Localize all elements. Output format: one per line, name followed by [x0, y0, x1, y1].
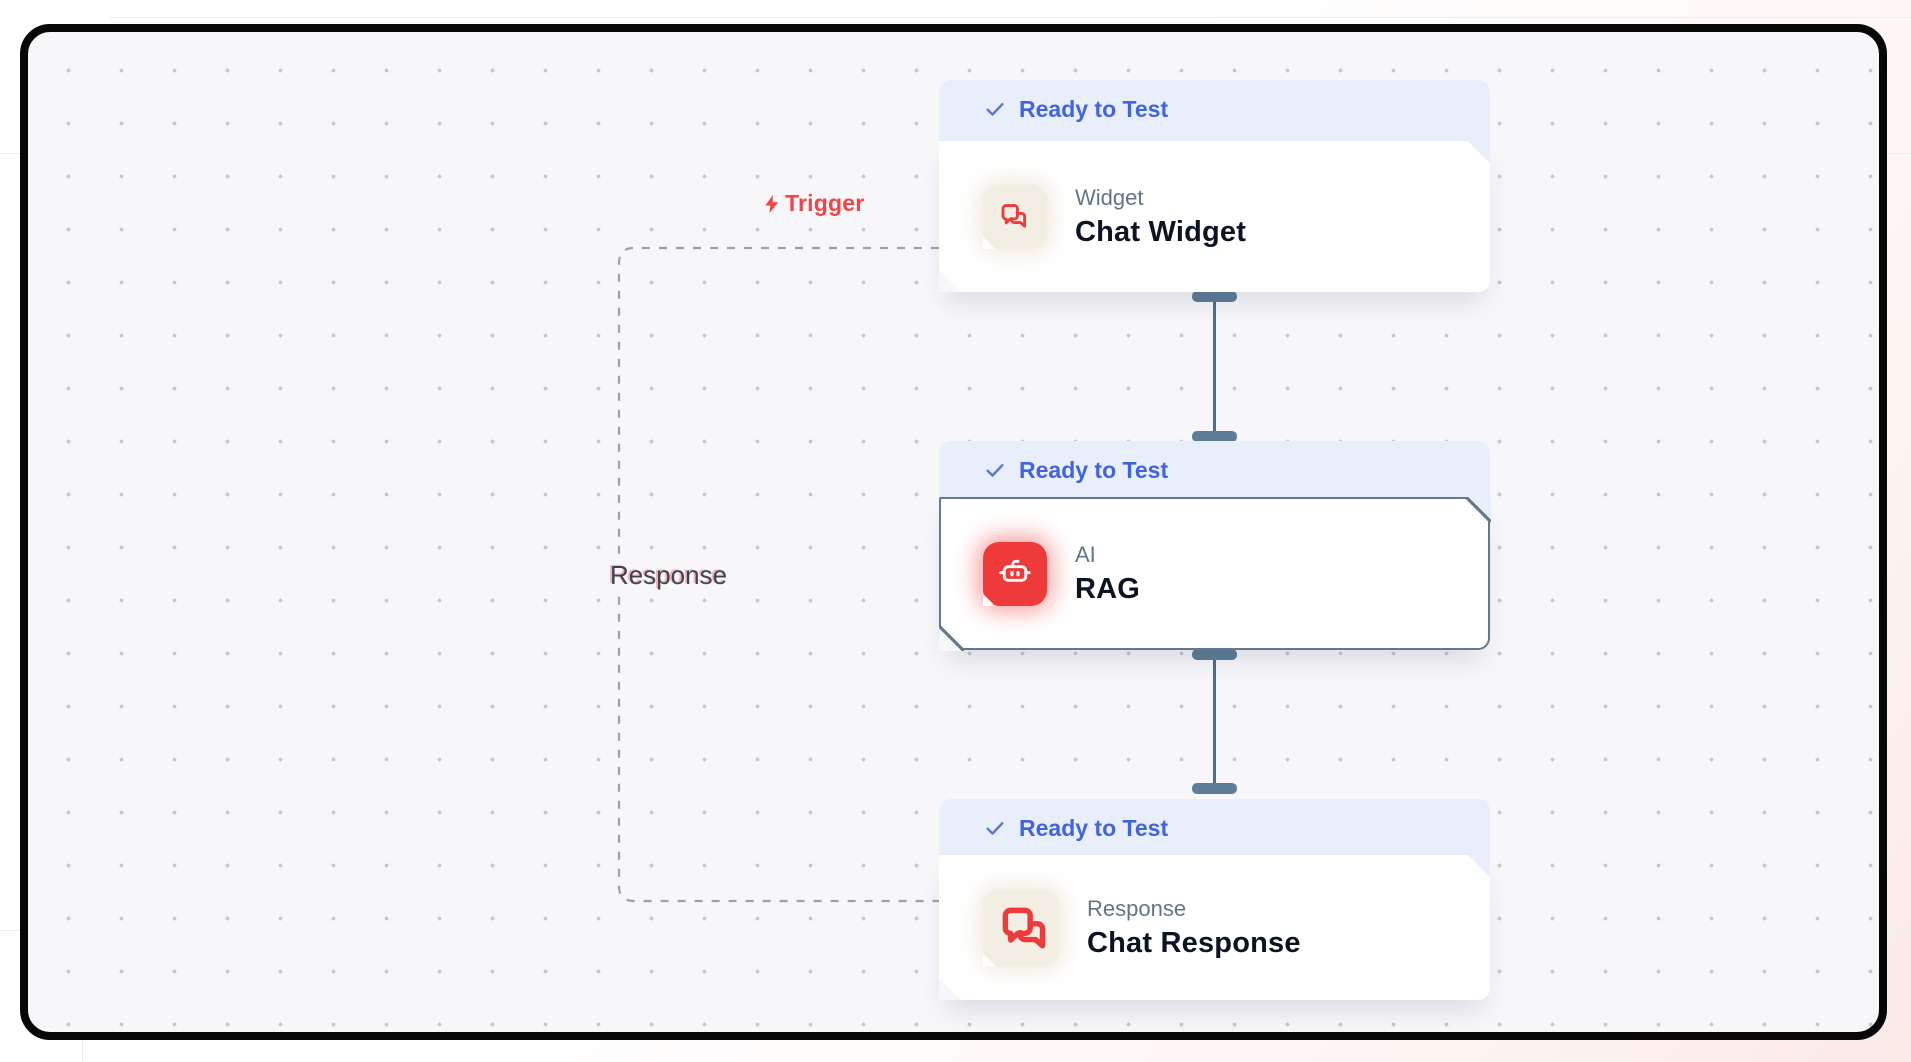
- trigger-label: Trigger: [761, 190, 864, 217]
- check-icon: [986, 464, 1004, 477]
- lightning-bolt-icon: [765, 194, 779, 213]
- canvas-frame: Trigger Response Ready to Test: [20, 24, 1887, 1040]
- check-icon: [986, 822, 1004, 835]
- node-title: Chat Widget: [1075, 215, 1247, 248]
- corner-notch: [1468, 141, 1490, 163]
- node-card-selected[interactable]: AI RAG: [938, 496, 1491, 651]
- corner-notch: [939, 978, 961, 1000]
- status-badge-label: Ready to Test: [1019, 96, 1169, 122]
- node-category-label: Response: [1087, 895, 1187, 921]
- source-handle-chat-widget[interactable]: [1192, 291, 1237, 302]
- source-handle-rag[interactable]: [1192, 649, 1237, 660]
- node-icon-box: [983, 889, 1059, 966]
- status-badge-label: Ready to Test: [1019, 457, 1169, 483]
- node-category-label: Widget: [1075, 184, 1144, 210]
- target-handle-rag[interactable]: [1192, 431, 1237, 442]
- node-card[interactable]: Response Chat Response: [939, 855, 1490, 1000]
- robot-icon: [999, 559, 1031, 582]
- icon-corner-notch: [983, 953, 995, 966]
- chat-bubbles-icon: [1002, 907, 1046, 948]
- target-handle-chat-response[interactable]: [1192, 783, 1237, 794]
- status-badge-label: Ready to Test: [1019, 815, 1169, 841]
- node-title: Chat Response: [1087, 926, 1301, 959]
- node-icon-box: [983, 184, 1047, 249]
- corner-notch: [939, 270, 961, 292]
- corner-notch: [1465, 496, 1491, 522]
- response-edge[interactable]: [617, 246, 939, 903]
- icon-corner-notch: [983, 236, 995, 249]
- icon-corner-notch: [983, 593, 995, 606]
- corner-notch: [938, 625, 964, 651]
- trigger-label-text: Trigger: [785, 190, 865, 216]
- background-grid-line: [0, 17, 1911, 18]
- node-title: RAG: [1075, 572, 1141, 605]
- flow-canvas[interactable]: Trigger Response Ready to Test: [28, 32, 1879, 1032]
- node-card[interactable]: Widget Chat Widget: [939, 141, 1490, 292]
- corner-notch: [1468, 855, 1490, 877]
- chat-bubbles-icon: [1001, 203, 1027, 228]
- node-icon-box: [983, 541, 1047, 606]
- check-icon: [986, 103, 1004, 116]
- response-edge-label: Response: [586, 557, 751, 594]
- node-category-label: AI: [1075, 541, 1096, 567]
- edges-layer: [617, 246, 1237, 903]
